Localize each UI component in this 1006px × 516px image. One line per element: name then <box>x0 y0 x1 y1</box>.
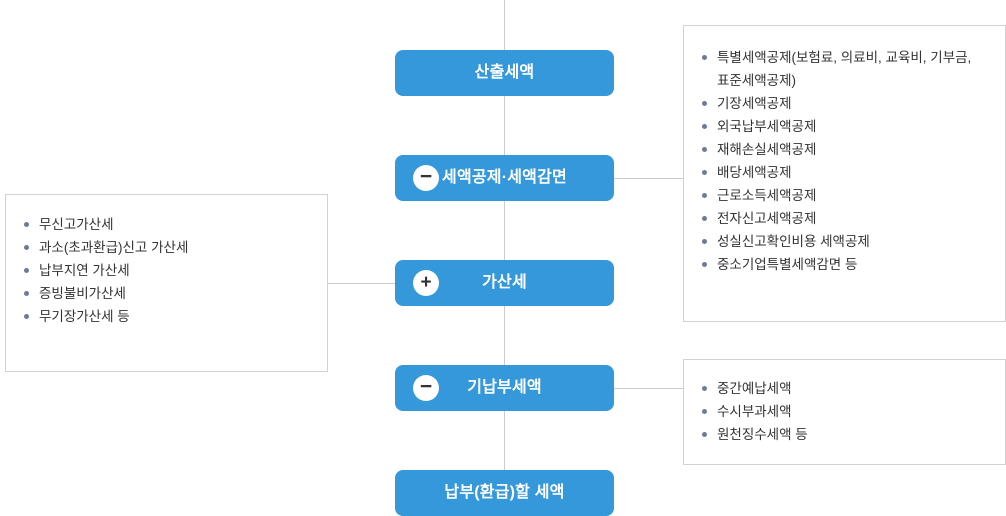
connector-vertical-top <box>504 0 505 50</box>
list-item: 재해손실세액공제 <box>698 138 991 161</box>
list-item: 중간예납세액 <box>698 377 991 400</box>
list-item: 무기장가산세 등 <box>20 305 313 328</box>
plus-icon-glyph: + <box>420 271 432 293</box>
flow-box-label: 가산세 <box>482 274 527 291</box>
flow-box-label: 세액공제·세액감면 <box>442 169 567 186</box>
connector-vertical-1 <box>504 96 505 155</box>
connector-horizontal-penalty-tax <box>328 283 395 284</box>
list-item: 증빙불비가산세 <box>20 282 313 305</box>
minus-icon: − <box>413 375 439 401</box>
connector-vertical-4 <box>504 411 505 470</box>
connector-horizontal-tax-credit <box>614 178 683 179</box>
tax-credit-list: 특별세액공제(보험료, 의료비, 교육비, 기부금, 표준세액공제)기장세액공제… <box>698 46 991 276</box>
flow-box-tax-credit[interactable]: − 세액공제·세액감면 <box>395 155 614 201</box>
list-item: 외국납부세액공제 <box>698 115 991 138</box>
list-item: 전자신고세액공제 <box>698 207 991 230</box>
minus-icon-glyph: − <box>419 164 433 188</box>
list-item: 근로소득세액공제 <box>698 184 991 207</box>
list-item: 중소기업특별세액감면 등 <box>698 253 991 276</box>
list-item: 원천징수세액 등 <box>698 423 991 446</box>
minus-icon: − <box>413 165 439 191</box>
list-item: 과소(초과환급)신고 가산세 <box>20 236 313 259</box>
connector-vertical-3 <box>504 306 505 365</box>
flow-box-penalty-tax[interactable]: + 가산세 <box>395 260 614 306</box>
list-item: 수시부과세액 <box>698 400 991 423</box>
panel-tax-credit-details: 특별세액공제(보험료, 의료비, 교육비, 기부금, 표준세액공제)기장세액공제… <box>683 25 1006 322</box>
flow-box-label: 산출세액 <box>474 64 535 81</box>
connector-vertical-2 <box>504 201 505 260</box>
plus-icon: + <box>413 270 439 296</box>
list-item: 특별세액공제(보험료, 의료비, 교육비, 기부금, 표준세액공제) <box>698 46 991 92</box>
flow-box-label: 납부(환급)할 세액 <box>444 484 565 501</box>
minus-icon-glyph: − <box>419 374 433 398</box>
list-item: 성실신고확인비용 세액공제 <box>698 230 991 253</box>
connector-horizontal-prepaid-tax <box>614 388 683 389</box>
flow-box-calculated-tax[interactable]: 산출세액 <box>395 50 614 96</box>
list-item: 배당세액공제 <box>698 161 991 184</box>
flow-box-label: 기납부세액 <box>467 379 542 396</box>
list-item: 기장세액공제 <box>698 92 991 115</box>
list-item: 납부지연 가산세 <box>20 259 313 282</box>
flow-box-prepaid-tax[interactable]: − 기납부세액 <box>395 365 614 411</box>
flow-box-payable-tax[interactable]: 납부(환급)할 세액 <box>395 470 614 516</box>
list-item: 무신고가산세 <box>20 213 313 236</box>
